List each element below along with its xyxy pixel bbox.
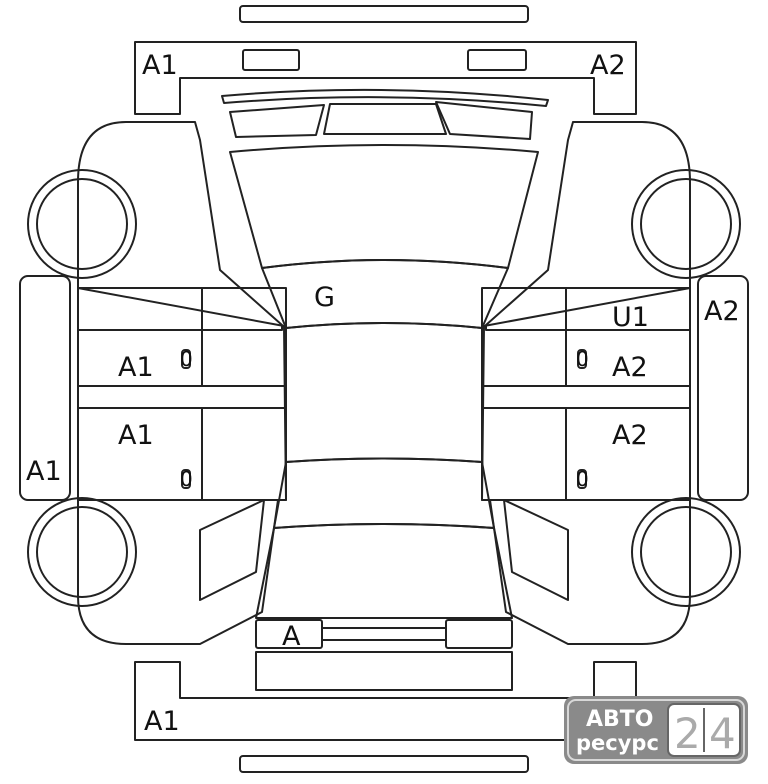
- rear-right-wheel: [631, 497, 741, 607]
- left-rear-door-handle: [181, 469, 191, 489]
- right-rear-quarter: [489, 499, 691, 645]
- rear-panel-bar: [321, 627, 447, 641]
- rear-strip: [239, 755, 529, 773]
- marker-front-bumper-left: A1: [142, 50, 178, 81]
- left-front-fender: [77, 121, 283, 331]
- marker-left-rear-door: A1: [118, 420, 154, 451]
- marker-rear-bumper-left: A1: [144, 706, 180, 737]
- rear-left-light: [255, 619, 323, 649]
- right-pillar-strip: [481, 385, 691, 409]
- left-front-door-handle: [181, 349, 191, 369]
- avtoresurs-logo: АВТО ресурс 2 4: [564, 696, 748, 764]
- front-right-wheel: [631, 169, 741, 279]
- cowl: [261, 259, 509, 329]
- marker-right-rear-door: A2: [612, 420, 648, 451]
- marker-left-sill: A1: [26, 456, 62, 487]
- marker-roof: G: [314, 282, 335, 313]
- windshield-top-strip: [221, 88, 549, 107]
- windshield-center-pane: [323, 103, 447, 135]
- marker-right-front-fender: U1: [612, 302, 649, 333]
- left-front-door-window: [201, 287, 287, 387]
- logo-digit-left: 2: [674, 709, 701, 758]
- roof: [285, 322, 483, 463]
- marker-front-bumper-right: A2: [590, 50, 626, 81]
- front-right-light: [467, 49, 527, 71]
- trunk-lid: [255, 523, 513, 619]
- rear-panel: [255, 651, 513, 691]
- hood: [229, 144, 539, 269]
- front-bumper: [134, 41, 637, 115]
- rear-window: [273, 457, 495, 529]
- marker-left-front-door: A1: [118, 352, 154, 383]
- front-strip: [239, 5, 529, 23]
- right-rear-door-window: [481, 407, 567, 501]
- right-front-door-window: [481, 287, 567, 387]
- rear-bumper: [134, 661, 637, 741]
- door-handle-mark: 0: [576, 467, 589, 491]
- rear-right-light: [445, 619, 513, 649]
- rear-left-wheel: [27, 497, 137, 607]
- marker-right-sill: A2: [704, 296, 740, 327]
- front-left-light: [242, 49, 300, 71]
- front-left-wheel: [27, 169, 137, 279]
- left-sill: [19, 275, 71, 501]
- logo-digit-right: 4: [709, 709, 736, 758]
- logo-line-1: АВТО: [586, 707, 654, 732]
- right-front-door-handle: [577, 349, 587, 369]
- right-sill: [697, 275, 749, 501]
- door-handle-mark: 0: [180, 467, 193, 491]
- marker-right-front-door: A2: [612, 352, 648, 383]
- door-handle-mark: 0: [180, 347, 193, 371]
- logo-line-2: ресурс: [576, 731, 659, 755]
- windshield-left-pane: [229, 104, 325, 138]
- right-rear-door-handle: [577, 469, 587, 489]
- right-rear-window: [503, 499, 569, 601]
- left-rear-window: [199, 499, 265, 601]
- windshield-right-pane: [435, 101, 533, 140]
- left-rear-door-window: [201, 407, 287, 501]
- door-handle-mark: 0: [576, 347, 589, 371]
- marker-rear-panel: A: [282, 621, 301, 652]
- left-pillar-strip: [77, 385, 287, 409]
- left-rear-quarter: [77, 499, 279, 645]
- right-front-fender: [485, 121, 691, 331]
